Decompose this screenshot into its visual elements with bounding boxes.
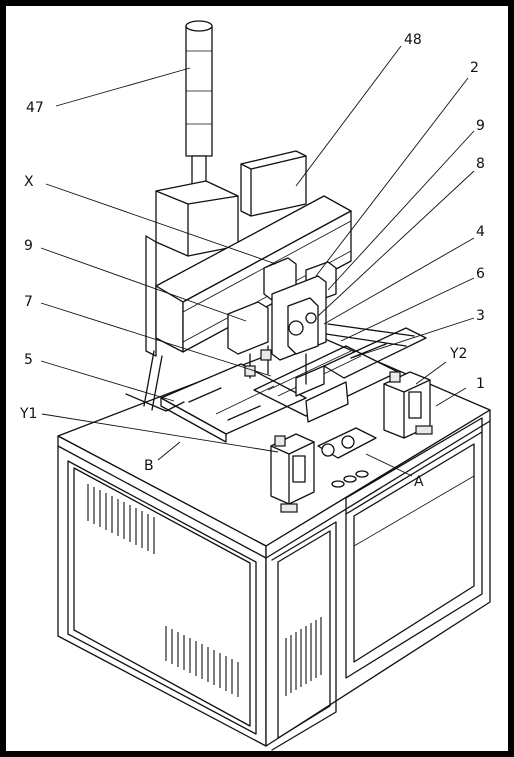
label-1: 1 [476, 376, 485, 392]
feeder-y1 [270, 433, 315, 505]
signal-tower [185, 20, 213, 197]
reference-labels: 47 48 2 9 8 X 9 4 6 7 3 5 Y2 Y1 1 B A [19, 32, 485, 490]
label-4: 4 [476, 224, 485, 240]
left-work-table [160, 363, 307, 443]
label-3: 3 [476, 308, 485, 324]
label-48: 48 [404, 32, 422, 48]
label-6: 6 [476, 266, 485, 282]
vent-grille-left-bottom [165, 626, 239, 697]
rear-column [145, 150, 307, 357]
label-47: 47 [26, 100, 44, 116]
label-8: 8 [476, 156, 485, 172]
print-head-assembly [227, 257, 337, 385]
vent-grille-right [285, 617, 322, 696]
leader-lines [40, 45, 475, 477]
label-7: 7 [24, 294, 33, 310]
label-b: B [144, 458, 154, 474]
label-2: 2 [470, 60, 479, 76]
gantry-legs [125, 350, 185, 412]
diagram-frame: 47 48 2 9 8 X 9 4 6 7 3 5 Y2 Y1 1 B A [6, 6, 508, 751]
vent-grille-left-top [87, 484, 155, 554]
control-area-a [280, 425, 433, 513]
label-x: X [24, 174, 34, 190]
feeder-y2 [383, 371, 431, 439]
label-9-lower: 9 [24, 238, 33, 254]
label-a: A [414, 474, 424, 490]
label-9-upper: 9 [476, 118, 485, 134]
label-y2: Y2 [449, 346, 467, 362]
label-5: 5 [24, 352, 33, 368]
label-y1: Y1 [19, 406, 37, 422]
machine-drawing: 47 48 2 9 8 X 9 4 6 7 3 5 Y2 Y1 1 B A [19, 20, 491, 751]
